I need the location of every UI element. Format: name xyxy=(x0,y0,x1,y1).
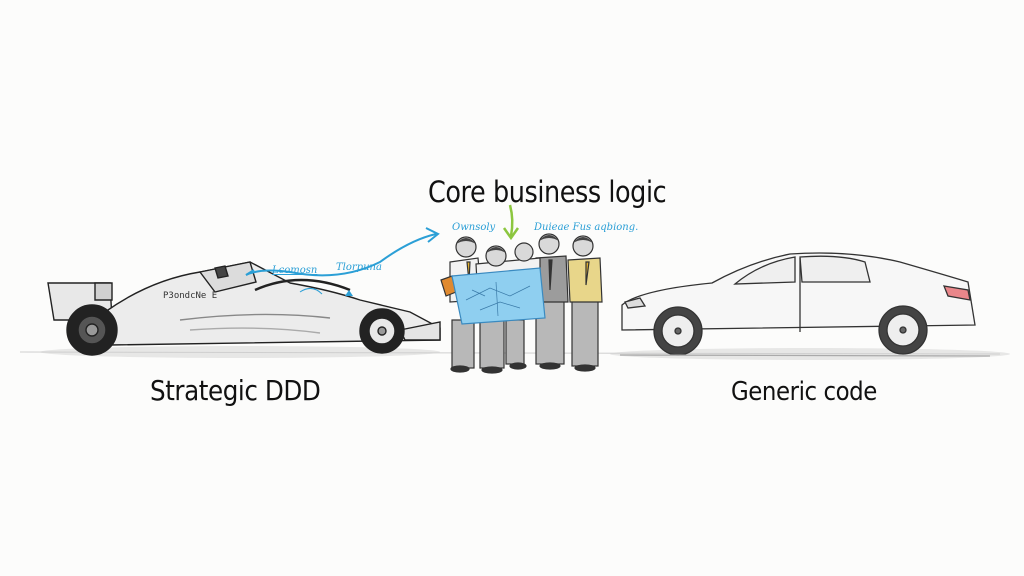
sedan-car xyxy=(619,252,991,357)
f1-car xyxy=(47,261,441,356)
f1-rear-wheel xyxy=(66,304,118,356)
core-business-logic-label: Core business logic xyxy=(428,175,667,209)
team-group xyxy=(440,233,603,374)
team-annotation-left: Ownsoly xyxy=(452,222,496,233)
strategic-ddd-label: Strategic DDD xyxy=(150,374,321,407)
arrow-annotation-start: Lcomosn xyxy=(272,265,318,276)
f1-front-wheel xyxy=(359,308,405,354)
flow-arrow xyxy=(245,227,440,277)
sedan-front-wheel xyxy=(653,306,703,356)
green-down-arrow xyxy=(502,204,520,241)
arrow-annotation-mid: Tlorpuna xyxy=(336,262,382,273)
f1-livery-text: P3ondcNe E xyxy=(163,291,218,301)
sedan-rear-wheel xyxy=(878,305,928,355)
generic-code-label: Generic code xyxy=(731,377,877,407)
blueprint xyxy=(451,267,546,325)
team-annotation-right: Duieae Fus aqbiong. xyxy=(534,222,639,233)
